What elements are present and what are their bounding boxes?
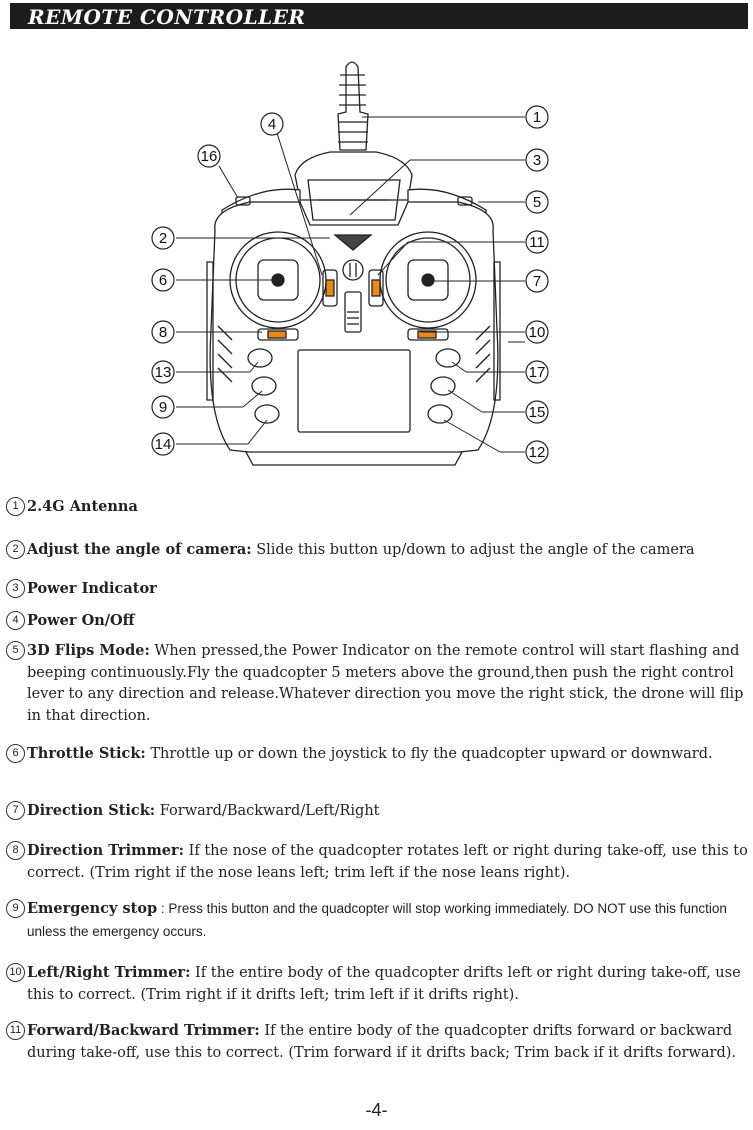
- item-heading: 3D Flips Mode:: [27, 642, 150, 659]
- svg-text:13: 13: [155, 364, 172, 381]
- item-body: Power Indicator: [27, 578, 751, 601]
- item-body: Direction Stick: Forward/Backward/Left/R…: [27, 800, 751, 823]
- callout-marker-16: 16: [197, 144, 221, 168]
- leader-lines: [176, 116, 525, 453]
- item-number: 1: [6, 497, 25, 516]
- callout-marker-17: 17: [525, 360, 549, 384]
- item-number: 5: [6, 641, 25, 660]
- item-number: 9: [6, 899, 25, 918]
- callout-marker-1: 1: [525, 105, 549, 129]
- item-number: 7: [6, 801, 25, 820]
- callout-marker-11: 11: [525, 230, 549, 254]
- item-heading: Direction Trimmer:: [27, 842, 185, 859]
- callout-marker-12: 12: [525, 440, 549, 464]
- callout-marker-6: 6: [151, 268, 175, 292]
- svg-text:5: 5: [533, 194, 541, 211]
- page-title: REMOTE CONTROLLER: [28, 5, 306, 29]
- svg-text:15: 15: [529, 404, 546, 421]
- item-heading: Throttle Stick:: [27, 745, 146, 762]
- svg-text:12: 12: [529, 444, 546, 461]
- item-body: Power On/Off: [27, 610, 751, 633]
- item-heading: Emergency stop: [27, 900, 158, 917]
- svg-text:10: 10: [529, 324, 546, 341]
- item-heading: Adjust the angle of camera:: [27, 541, 252, 558]
- svg-text:9: 9: [159, 399, 167, 416]
- item-heading: 2.4G Antenna: [27, 498, 138, 515]
- controller-illustration: [206, 61, 501, 466]
- callout-marker-14: 14: [151, 432, 175, 456]
- svg-text:16: 16: [201, 148, 218, 165]
- callout-marker-5: 5: [525, 190, 549, 214]
- item-text: Forward/Backward/Left/Right: [155, 803, 380, 819]
- svg-text:8: 8: [159, 324, 167, 341]
- item-heading: Power On/Off: [27, 612, 135, 629]
- svg-text:1: 1: [533, 109, 541, 126]
- item-heading: Direction Stick:: [27, 802, 156, 819]
- svg-text:11: 11: [529, 234, 545, 251]
- item-body: 2.4G Antenna: [27, 496, 751, 519]
- item-number: 4: [6, 611, 25, 630]
- item-number: 11: [6, 1021, 25, 1040]
- item-body: Direction Trimmer: If the nose of the qu…: [27, 840, 751, 884]
- callout-marker-13: 13: [151, 360, 175, 384]
- callout-marker-8: 8: [151, 320, 175, 344]
- item-heading: Power Indicator: [27, 580, 157, 597]
- item-body: Forward/Backward Trimmer: If the entire …: [27, 1020, 751, 1064]
- callout-marker-7: 7: [525, 269, 549, 293]
- item-text: When pressed,the Power Indicator on the …: [27, 643, 744, 724]
- callout-marker-10: 10: [525, 320, 549, 344]
- item-body: Throttle Stick: Throttle up or down the …: [27, 743, 751, 766]
- svg-text:7: 7: [533, 273, 541, 290]
- item-text: Slide this button up/down to adjust the …: [251, 542, 695, 558]
- item-number: 6: [6, 744, 25, 763]
- item-number: 3: [6, 579, 25, 598]
- item-heading: Forward/Backward Trimmer:: [27, 1022, 260, 1039]
- item-text: If the entire body of the quadcopter dri…: [27, 965, 741, 1003]
- svg-text:17: 17: [529, 364, 546, 381]
- header-bar: REMOTE CONTROLLER: [10, 3, 748, 29]
- callout-marker-2: 2: [151, 226, 175, 250]
- item-body: Emergency stop : Press this button and t…: [27, 898, 751, 943]
- callout-marker-3: 3: [525, 148, 549, 172]
- svg-text:3: 3: [533, 152, 541, 169]
- svg-text:14: 14: [155, 436, 172, 453]
- item-text: : Press this button and the quadcopter w…: [27, 901, 727, 939]
- svg-text:6: 6: [159, 272, 167, 289]
- callout-marker-9: 9: [151, 395, 175, 419]
- svg-text:4: 4: [268, 116, 276, 133]
- callout-marker-4: 4: [260, 112, 284, 136]
- item-text: Throttle up or down the joystick to fly …: [145, 746, 713, 762]
- item-number: 10: [6, 963, 25, 982]
- item-body: 3D Flips Mode: When pressed,the Power In…: [27, 640, 751, 727]
- item-body: Adjust the angle of camera: Slide this b…: [27, 539, 751, 562]
- svg-text:2: 2: [159, 230, 167, 247]
- item-text: If the entire body of the quadcopter dri…: [27, 1023, 736, 1061]
- item-number: 8: [6, 841, 25, 860]
- item-body: Left/Right Trimmer: If the entire body o…: [27, 962, 751, 1006]
- item-heading: Left/Right Trimmer:: [27, 964, 191, 981]
- item-text: If the nose of the quadcopter rotates le…: [27, 843, 748, 881]
- item-number: 2: [6, 540, 25, 559]
- page-number: -4-: [365, 1100, 388, 1120]
- callout-marker-15: 15: [525, 400, 549, 424]
